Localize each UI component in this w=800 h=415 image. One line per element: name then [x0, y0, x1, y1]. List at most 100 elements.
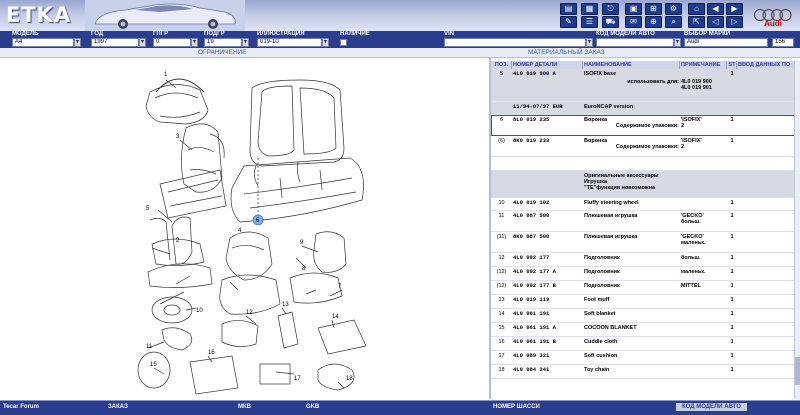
cart-add-icon[interactable]: ⊕ — [645, 16, 662, 28]
chevron-down-icon[interactable]: ▼ — [139, 38, 146, 47]
vehicle-code-field[interactable] — [596, 38, 674, 47]
chevron-down-icon[interactable]: ▼ — [74, 38, 81, 47]
vin-field[interactable] — [444, 38, 586, 47]
vehicle-code-link[interactable]: КОД МОДЕЛИ АВТО — [676, 403, 747, 411]
vertical-scrollbar[interactable] — [794, 61, 800, 399]
chevron-down-icon[interactable]: ▼ — [242, 38, 249, 47]
wrench-icon[interactable]: ✎ — [560, 16, 577, 28]
cell-data-entry[interactable] — [737, 295, 796, 308]
filter-bar: МОДЕЛЬ A4 ▼ ГОД 1997 ▼ ГПГР 0 ▼ ПОДГР 19… — [0, 31, 800, 48]
material-order-heading[interactable]: МАТЕРИАЛЬНЫЙ ЗАКАЗ — [528, 49, 605, 56]
cell-data-entry[interactable] — [737, 157, 796, 170]
cell-data-entry[interactable] — [737, 232, 796, 252]
year-field[interactable]: 1997 — [91, 38, 139, 47]
column-part-number[interactable]: НОМЕР ДЕТАЛИ — [512, 61, 583, 69]
cell-qty: 1 — [730, 138, 734, 144]
table-row[interactable]: Оригинальные аксессуары Игрушка "ТЕ"функ… — [491, 171, 796, 198]
cell-data-entry[interactable] — [737, 102, 796, 114]
cart-icon[interactable]: ⊞ — [645, 3, 662, 15]
cell-data-entry[interactable] — [737, 365, 796, 378]
list-icon[interactable]: ☰ — [581, 16, 598, 28]
archive-icon[interactable]: ▣ — [625, 3, 642, 15]
brand-select-field[interactable]: Audi — [684, 38, 768, 47]
truck-icon[interactable]: ⛟ — [602, 16, 619, 28]
back-icon[interactable]: ◁ — [707, 16, 724, 28]
column-name[interactable]: НАИМЕНОВАНИЕ — [583, 61, 680, 69]
parts-illustration[interactable]: 1 2 3 4 5 6 7 8 9 10 11 12 13 14 15 16 1… — [0, 58, 487, 399]
cell-data-entry[interactable] — [737, 323, 796, 336]
cell-data-entry[interactable] — [737, 211, 796, 231]
gear-icon[interactable]: ⚙ — [665, 3, 682, 15]
print-icon[interactable]: ▤ — [560, 3, 577, 15]
gkb-link[interactable]: GKB — [306, 404, 320, 410]
order-link[interactable]: ЗАКАЗ — [108, 404, 128, 410]
vehicle-code-label: КОД МОДЕЛИ АВТО — [596, 31, 655, 37]
restriction-heading[interactable]: ОГРАНИЧЕНИЕ — [198, 49, 247, 56]
print-preview-icon[interactable]: ▦ — [581, 3, 598, 15]
notes-icon[interactable]: ✉ — [625, 16, 642, 28]
cell-data-entry[interactable] — [737, 267, 796, 280]
cell-pos: 18 — [498, 367, 505, 373]
sub-group-field[interactable]: 19 — [204, 38, 242, 47]
cell-note — [680, 351, 727, 364]
main-group-field[interactable]: 0 — [153, 38, 191, 47]
callout-5: 5 — [146, 206, 150, 212]
cell-data-entry[interactable] — [737, 309, 796, 322]
sub-note-label: использовать для: — [627, 79, 679, 85]
cell-data-entry[interactable] — [737, 136, 796, 156]
illustration-field[interactable]: 019-10 — [257, 38, 322, 47]
chassis-number-link[interactable]: НОМЕР ШАССИ — [493, 404, 540, 410]
callout-4: 4 — [238, 228, 242, 234]
column-data-entry[interactable]: ВВОД ДАННЫХ ПО — [737, 61, 796, 69]
model-field[interactable]: A4 — [12, 38, 74, 47]
cell-data-entry[interactable] — [737, 115, 796, 135]
column-st[interactable]: ST — [728, 61, 737, 69]
cell-data-entry[interactable] — [737, 171, 796, 197]
column-note[interactable]: ПРИМЕЧАНИЕ — [680, 61, 727, 69]
availability-checkbox[interactable] — [340, 39, 347, 46]
home-icon[interactable]: ⌂ — [688, 3, 705, 15]
chevron-down-icon[interactable]: ▼ — [586, 38, 593, 47]
cell-note — [680, 171, 727, 197]
cell-data-entry[interactable] — [737, 281, 796, 294]
cell-data-entry[interactable] — [737, 351, 796, 364]
scrollbar-thumb[interactable] — [795, 357, 800, 385]
fast-back-icon[interactable]: ◀ — [707, 3, 724, 15]
chevron-down-icon[interactable]: ▼ — [191, 38, 198, 47]
chevron-down-icon[interactable]: ▼ — [322, 38, 329, 47]
cell-data-entry[interactable] — [737, 69, 796, 101]
brand-code-field[interactable]: 156 — [772, 38, 794, 47]
fast-forward-icon[interactable]: ▷ — [726, 16, 743, 28]
tecar-forum-link[interactable]: Tecar Forum — [3, 404, 39, 410]
forward-icon[interactable]: ▶ — [726, 3, 743, 15]
chevron-down-icon[interactable]: ▼ — [674, 38, 681, 47]
cell-data-entry[interactable] — [737, 253, 796, 266]
cell-pos: 13 — [498, 297, 505, 303]
pin-icon[interactable]: ⇱ — [688, 16, 705, 28]
callout-13: 13 — [282, 302, 289, 308]
table-row[interactable] — [491, 157, 796, 171]
cell-note: 'ISOFIX' — [681, 117, 702, 123]
column-position[interactable]: ПОЗ. — [491, 61, 512, 69]
cell-data-entry[interactable] — [737, 198, 796, 210]
exit-icon[interactable]: ⎋ — [602, 3, 619, 15]
search-icon[interactable]: ⌕ — [665, 16, 682, 28]
cell-data-entry[interactable] — [737, 337, 796, 350]
mkb-link[interactable]: МКВ — [238, 404, 251, 410]
